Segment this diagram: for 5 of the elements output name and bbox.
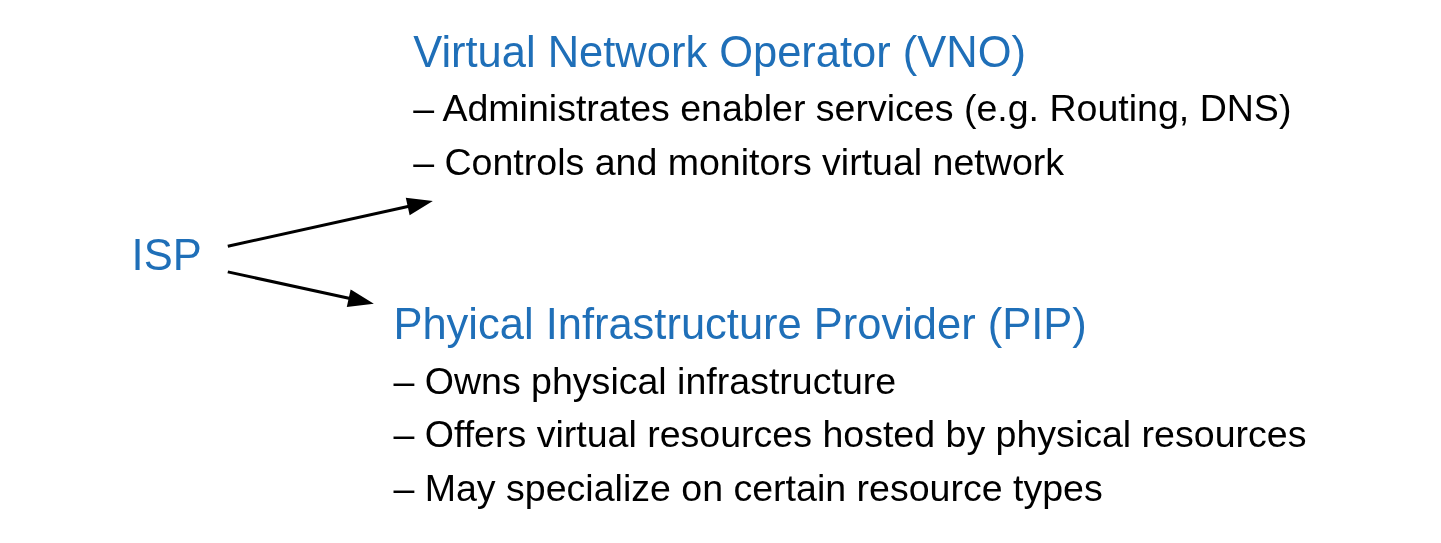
arrow (227, 270, 374, 308)
node-text: ISP (131, 231, 202, 280)
node-text: Phyical Infrastructure Provider (PIP) – Owns physical infrastructure – Offers virtual resources hosted by physical resources – May specialize on certain resource types (393, 300, 1307, 509)
arrow (227, 197, 433, 248)
node-text: Virtual Network Operator (VNO) – Administrates enabler services (e.g. Routing, DNS) – Controls and monitors virtual network (413, 27, 1292, 183)
